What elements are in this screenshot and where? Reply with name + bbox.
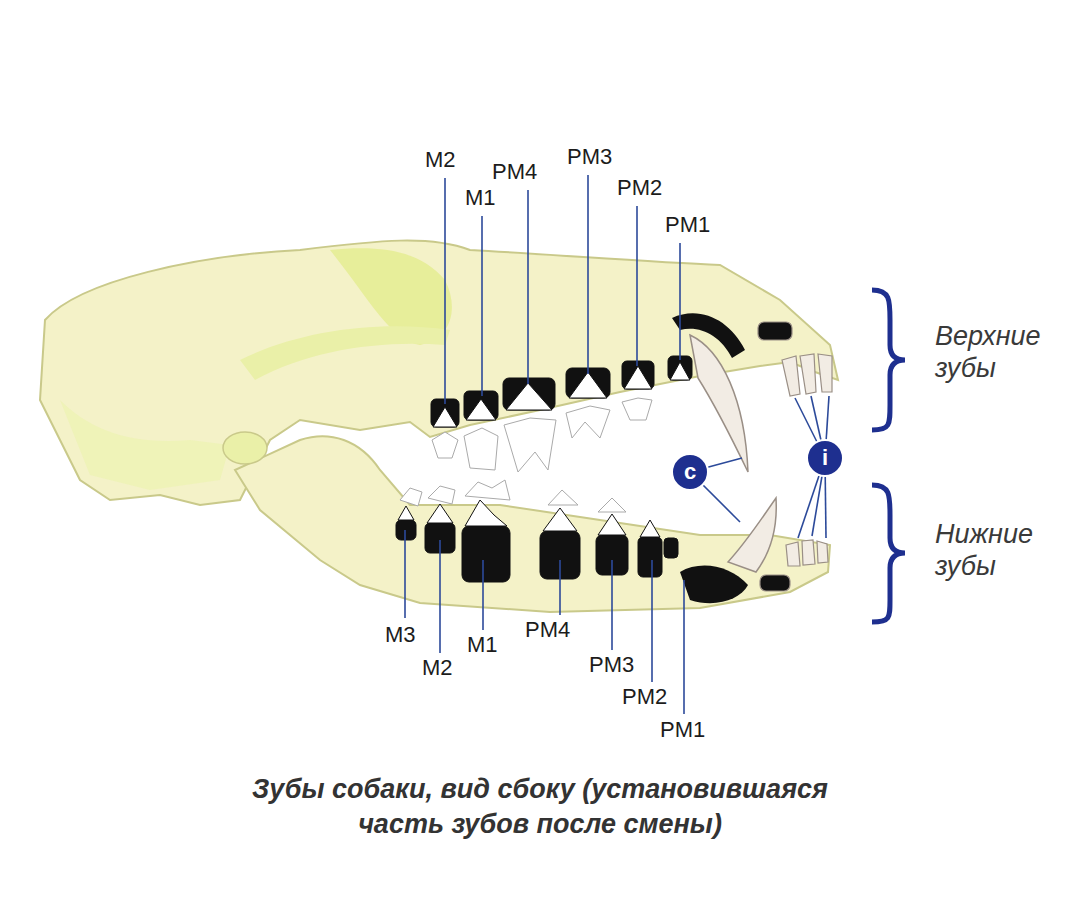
skull-cranium xyxy=(40,241,838,505)
callout-letter: c xyxy=(684,459,696,485)
upper-crowns xyxy=(432,398,652,472)
upper-teeth xyxy=(431,356,692,427)
upper-canine xyxy=(690,335,748,472)
callout-circle: c xyxy=(671,453,709,491)
mandible xyxy=(235,436,830,612)
tooth-label: M1 xyxy=(463,186,498,210)
tooth-label: PM4 xyxy=(523,618,572,642)
tooth-label: PM4 xyxy=(490,160,539,184)
tooth-label: M1 xyxy=(465,633,500,657)
tooth-label: M2 xyxy=(420,656,455,680)
tooth-label: PM3 xyxy=(565,145,614,169)
tooth-label: M3 xyxy=(383,623,418,647)
jaw-group-label: Нижние зубы xyxy=(935,518,1065,583)
tooth-label: PM2 xyxy=(620,685,669,709)
bracket xyxy=(872,290,905,430)
lower-canine-root xyxy=(680,566,748,604)
tooth-label: PM2 xyxy=(615,176,664,200)
tooth-label: PM1 xyxy=(663,213,712,237)
leader-lines xyxy=(405,175,829,714)
skull-shading xyxy=(60,400,230,490)
tooth-label: PM3 xyxy=(587,653,636,677)
jaw-group-label: Верхние зубы xyxy=(935,320,1065,385)
lower-canine xyxy=(728,498,776,572)
jaw-condyle xyxy=(223,432,267,464)
upper-incisors xyxy=(758,322,832,396)
lower-incisors xyxy=(760,540,828,591)
lower-crowns xyxy=(400,480,626,512)
lower-teeth xyxy=(396,500,678,582)
callout-circle: i xyxy=(806,439,844,477)
tooth-label: M2 xyxy=(423,148,458,172)
bracket xyxy=(872,485,905,622)
tooth-label: PM1 xyxy=(658,718,707,742)
figure-caption: Зубы собаки, вид сбоку (установившаяся ч… xyxy=(160,772,920,842)
zygomatic-arch xyxy=(240,326,450,380)
callout-letter: i xyxy=(822,445,828,471)
